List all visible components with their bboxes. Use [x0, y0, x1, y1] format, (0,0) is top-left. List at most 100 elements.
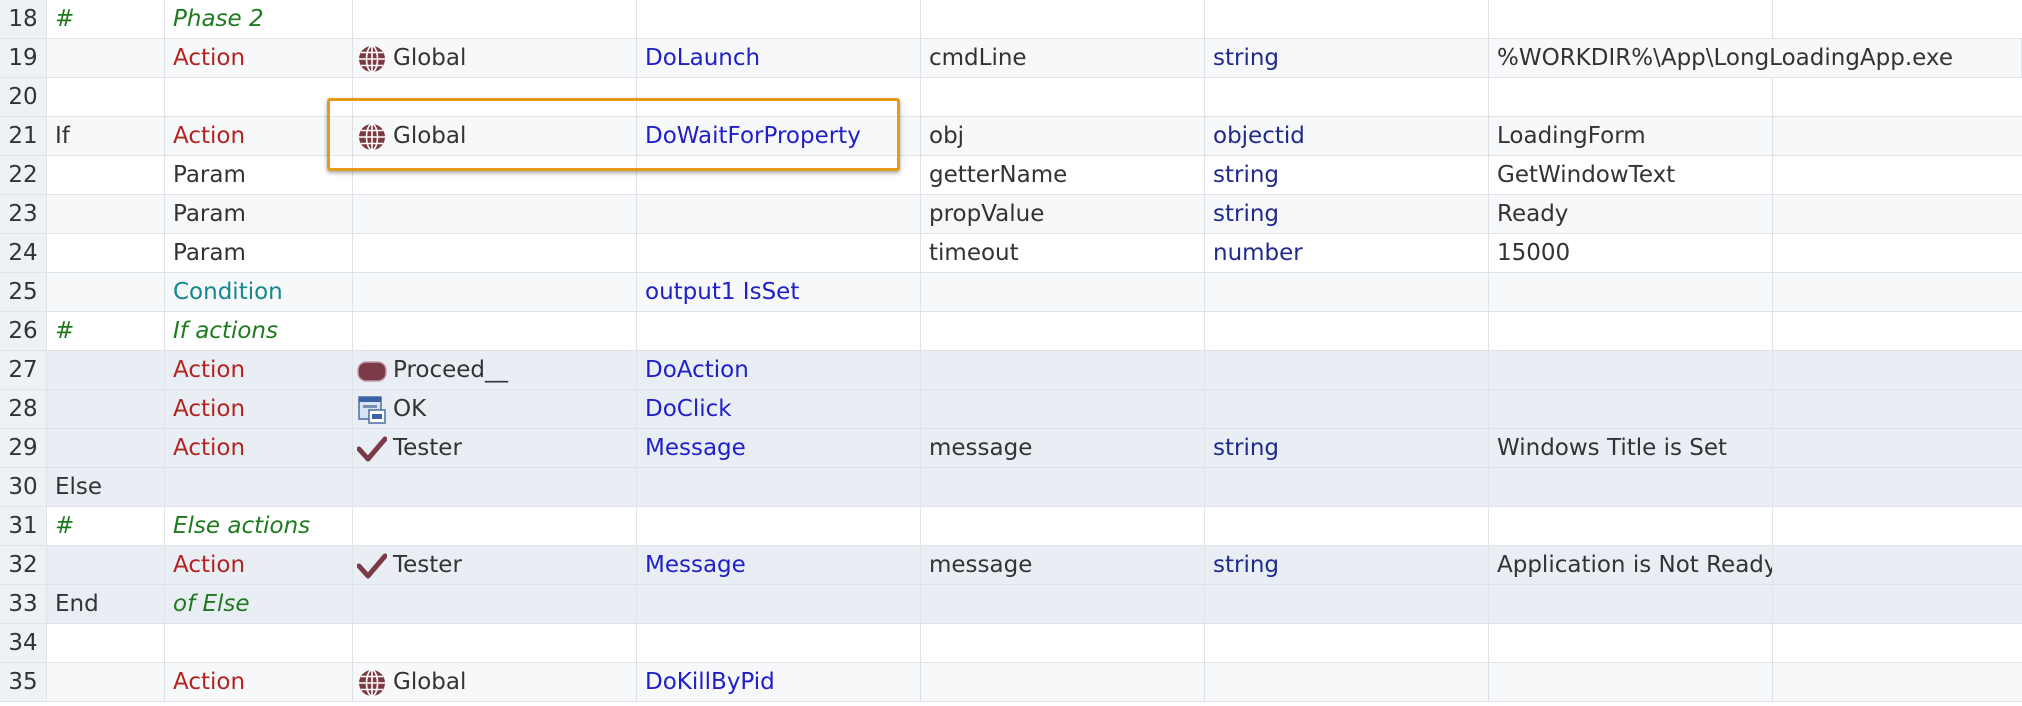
extra-cell[interactable]	[1773, 429, 2022, 467]
param-value-cell[interactable]: Windows Title is Set	[1489, 429, 1773, 467]
param-value-cell[interactable]	[1489, 663, 1773, 701]
param-name-cell[interactable]: message	[921, 429, 1205, 467]
action-cell[interactable]	[637, 0, 921, 38]
object-cell[interactable]: Global	[353, 117, 637, 155]
param-value-cell[interactable]	[1489, 312, 1773, 350]
extra-cell[interactable]	[1773, 351, 2022, 389]
param-type-cell[interactable]	[1205, 663, 1489, 701]
flow-cell[interactable]	[47, 273, 165, 311]
object-cell[interactable]	[353, 585, 637, 623]
param-type-cell[interactable]: string	[1205, 156, 1489, 194]
action-cell[interactable]	[637, 468, 921, 506]
flow-cell[interactable]	[47, 429, 165, 467]
table-row[interactable]: 23 Param propValue string Ready	[0, 195, 2022, 234]
table-row[interactable]: 35 Action Global DoKillByPid	[0, 663, 2022, 702]
param-name-cell[interactable]	[921, 312, 1205, 350]
param-value-cell[interactable]: LoadingForm	[1489, 117, 1773, 155]
flow-cell[interactable]	[47, 39, 165, 77]
type-cell[interactable]: Param	[165, 234, 353, 272]
object-cell[interactable]	[353, 312, 637, 350]
table-row[interactable]: 31 # Else actions	[0, 507, 2022, 546]
action-cell[interactable]	[637, 585, 921, 623]
object-cell[interactable]	[353, 468, 637, 506]
type-cell[interactable]: Param	[165, 195, 353, 233]
action-cell[interactable]	[637, 156, 921, 194]
param-name-cell[interactable]	[921, 78, 1205, 116]
param-name-cell[interactable]	[921, 624, 1205, 662]
type-cell[interactable]: Action	[165, 117, 353, 155]
extra-cell[interactable]	[1773, 234, 2022, 272]
param-name-cell[interactable]	[921, 468, 1205, 506]
param-type-cell[interactable]: objectid	[1205, 117, 1489, 155]
action-cell[interactable]	[637, 195, 921, 233]
extra-cell[interactable]	[1773, 273, 2022, 311]
object-cell[interactable]: Tester	[353, 429, 637, 467]
param-name-cell[interactable]	[921, 507, 1205, 545]
extra-cell[interactable]	[1773, 663, 2022, 701]
extra-cell[interactable]	[1773, 585, 2022, 623]
param-value-cell[interactable]	[1489, 585, 1773, 623]
extra-cell[interactable]	[1773, 312, 2022, 350]
object-cell[interactable]: Global	[353, 39, 637, 77]
param-type-cell[interactable]: string	[1205, 429, 1489, 467]
param-type-cell[interactable]	[1205, 312, 1489, 350]
flow-cell[interactable]: #	[47, 507, 165, 545]
object-cell[interactable]	[353, 234, 637, 272]
param-value-cell[interactable]: 15000	[1489, 234, 1773, 272]
flow-cell[interactable]	[47, 351, 165, 389]
extra-cell[interactable]	[1773, 468, 2022, 506]
extra-cell[interactable]	[1773, 78, 2022, 116]
param-value-cell[interactable]	[1489, 78, 1773, 116]
extra-cell[interactable]	[1773, 546, 2022, 584]
object-cell[interactable]	[353, 507, 637, 545]
extra-cell[interactable]	[1773, 117, 2022, 155]
type-cell[interactable]: Action	[165, 351, 353, 389]
action-cell[interactable]: DoClick	[637, 390, 921, 428]
param-type-cell[interactable]: string	[1205, 195, 1489, 233]
flow-cell[interactable]: #	[47, 0, 165, 38]
param-value-cell[interactable]	[1489, 0, 1773, 38]
flow-cell[interactable]: If	[47, 117, 165, 155]
type-cell[interactable]	[165, 78, 353, 116]
type-cell[interactable]: Param	[165, 156, 353, 194]
object-cell[interactable]	[353, 273, 637, 311]
param-name-cell[interactable]	[921, 390, 1205, 428]
comment-cell[interactable]: of Else	[165, 585, 353, 623]
table-row[interactable]: 28 Action OK DoClick	[0, 390, 2022, 429]
table-row[interactable]: 27 Action Proceed__ DoAction	[0, 351, 2022, 390]
param-type-cell[interactable]	[1205, 624, 1489, 662]
action-cell[interactable]: DoAction	[637, 351, 921, 389]
type-cell[interactable]	[165, 468, 353, 506]
param-type-cell[interactable]	[1205, 273, 1489, 311]
table-row[interactable]: 21 If Action Global DoWaitForProperty ob…	[0, 117, 2022, 156]
param-type-cell[interactable]	[1205, 78, 1489, 116]
extra-cell[interactable]	[1773, 0, 2022, 38]
param-name-cell[interactable]: propValue	[921, 195, 1205, 233]
param-type-cell[interactable]	[1205, 0, 1489, 38]
object-cell[interactable]: OK	[353, 390, 637, 428]
table-row[interactable]: 18 # Phase 2	[0, 0, 2022, 39]
param-name-cell[interactable]: obj	[921, 117, 1205, 155]
extra-cell[interactable]	[1773, 156, 2022, 194]
type-cell[interactable]: Action	[165, 429, 353, 467]
table-row[interactable]: 30 Else	[0, 468, 2022, 507]
action-cell[interactable]	[637, 624, 921, 662]
param-type-cell[interactable]	[1205, 507, 1489, 545]
flow-cell[interactable]: End	[47, 585, 165, 623]
param-value-cell[interactable]	[1489, 390, 1773, 428]
param-value-cell[interactable]: Application is Not Ready	[1489, 546, 1773, 584]
table-row[interactable]: 32 Action Tester Message message string …	[0, 546, 2022, 585]
param-name-cell[interactable]: getterName	[921, 156, 1205, 194]
param-name-cell[interactable]	[921, 0, 1205, 38]
param-value-cell[interactable]	[1489, 507, 1773, 545]
param-type-cell[interactable]	[1205, 468, 1489, 506]
flow-cell[interactable]	[47, 546, 165, 584]
flow-cell[interactable]	[47, 624, 165, 662]
type-cell[interactable]: Action	[165, 39, 353, 77]
comment-cell[interactable]: If actions	[165, 312, 353, 350]
action-cell[interactable]: DoKillByPid	[637, 663, 921, 701]
action-cell[interactable]: Message	[637, 429, 921, 467]
flow-cell[interactable]: Else	[47, 468, 165, 506]
type-cell[interactable]	[165, 624, 353, 662]
action-cell[interactable]	[637, 234, 921, 272]
